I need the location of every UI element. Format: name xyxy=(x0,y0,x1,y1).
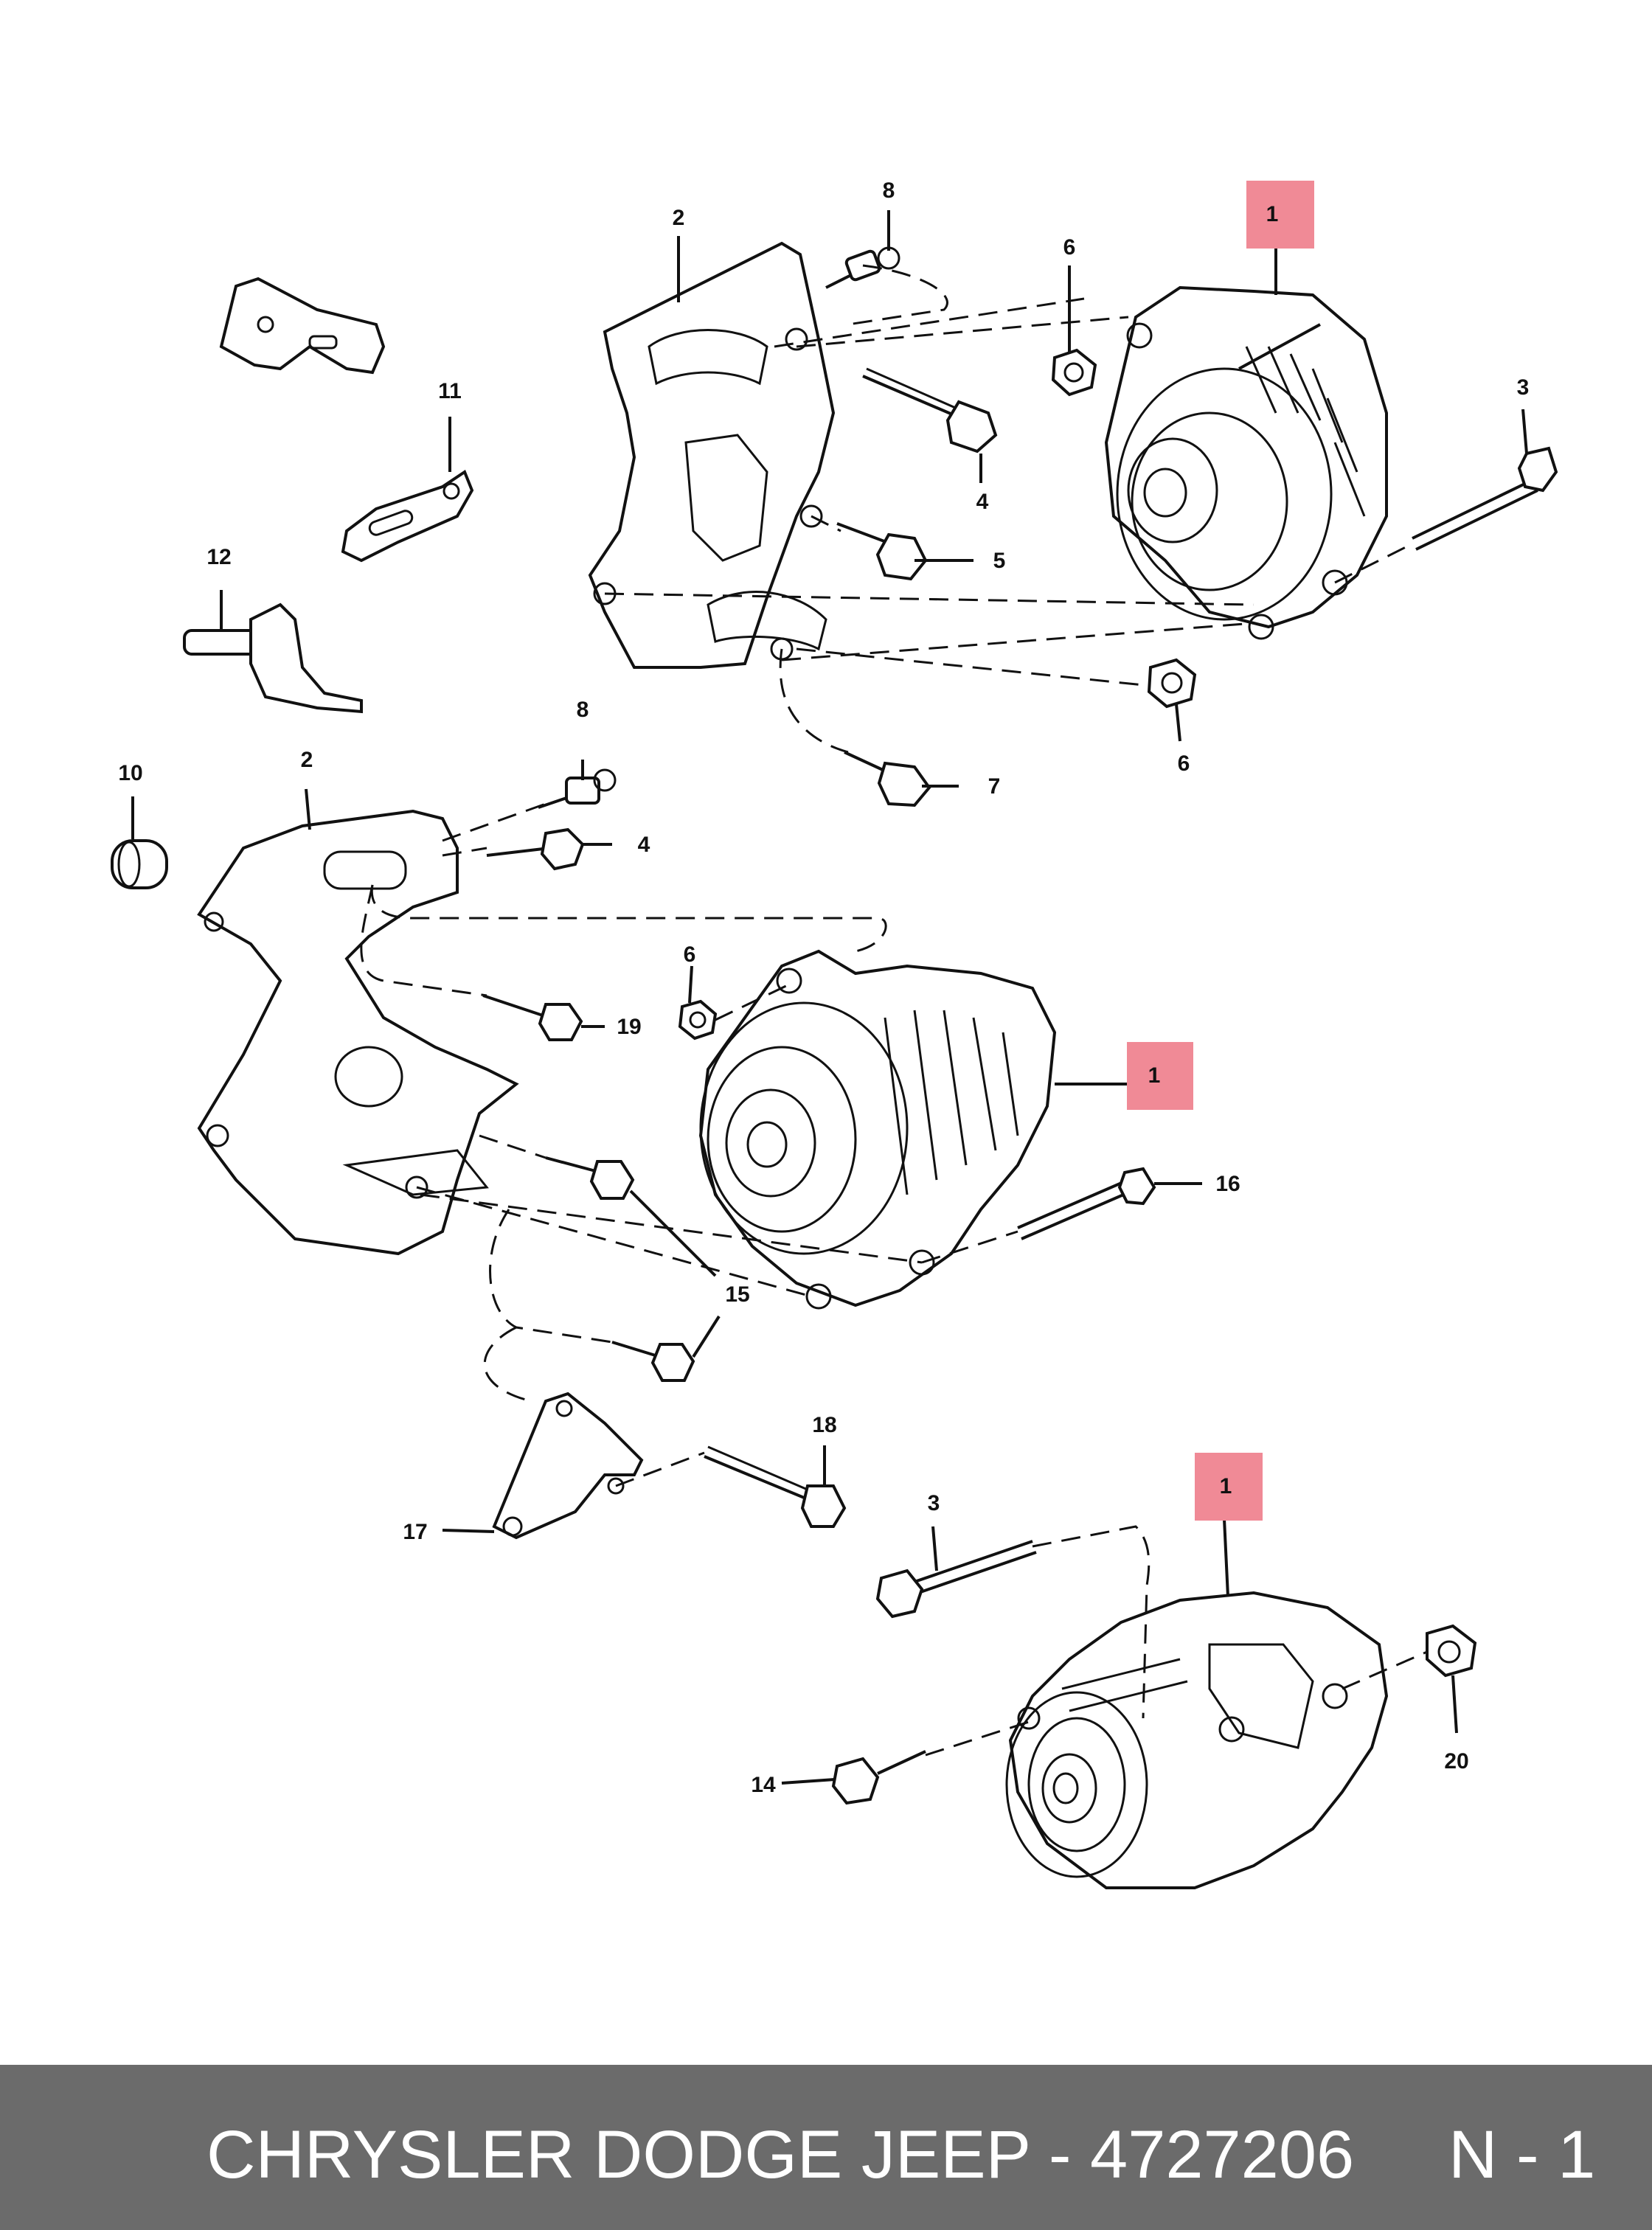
bolt-part-8-top xyxy=(825,246,900,289)
callout-14: 14 xyxy=(751,1773,776,1797)
callout-6-top: 6 xyxy=(1063,235,1076,260)
bolt-part-15-b xyxy=(611,1341,695,1382)
callout-1-middle: 1 xyxy=(1148,1063,1161,1088)
nut-part-6-top-a xyxy=(1051,348,1097,397)
bolt-part-5 xyxy=(836,522,928,581)
callout-4-middle: 4 xyxy=(638,833,650,857)
callout-6-middle: 6 xyxy=(684,942,696,967)
alternator-part-1-bottom xyxy=(1005,1591,1389,1889)
nut-part-6-top-b xyxy=(1147,658,1197,709)
callout-1-highlight-bottom xyxy=(1195,1453,1263,1521)
bracket-part-17 xyxy=(492,1392,644,1540)
callout-8-middle: 8 xyxy=(577,698,589,722)
callout-7: 7 xyxy=(988,774,1001,799)
callout-pointers xyxy=(131,210,1528,1785)
bolt-part-15-a xyxy=(545,1156,635,1200)
callout-1-highlight-middle xyxy=(1127,1042,1193,1110)
bolt-part-4-top xyxy=(862,367,998,454)
callout-18: 18 xyxy=(812,1413,836,1437)
engine-bracket-part-2-middle xyxy=(197,809,519,1256)
engine-bracket-part-2-top xyxy=(588,241,836,669)
bolt-part-7 xyxy=(844,751,931,807)
callout-3-bottom: 3 xyxy=(928,1491,940,1515)
callout-20: 20 xyxy=(1444,1749,1468,1774)
callout-10: 10 xyxy=(118,761,142,785)
callout-17: 17 xyxy=(403,1520,427,1544)
callout-1-bottom: 1 xyxy=(1220,1474,1232,1498)
bolt-part-14 xyxy=(831,1750,926,1805)
callout-2-top: 2 xyxy=(673,206,685,230)
callout-12: 12 xyxy=(206,545,231,569)
bolt-part-19 xyxy=(482,994,583,1041)
alternator-part-1-middle xyxy=(698,949,1057,1310)
bolt-part-16 xyxy=(1017,1167,1156,1240)
callout-8-top: 8 xyxy=(883,178,895,203)
callout-1-highlight-top xyxy=(1246,181,1314,249)
callout-19: 19 xyxy=(617,1015,641,1039)
footer-title: CHRYSLER DODGE JEEP - 4727206 N - 1 xyxy=(206,2117,1596,2192)
leader-lines xyxy=(360,264,1428,1757)
bushing-part-10 xyxy=(111,839,168,889)
bolt-part-18 xyxy=(704,1445,847,1528)
callout-11: 11 xyxy=(438,379,462,403)
link-bracket-part-11 xyxy=(341,469,474,563)
callout-6-top-b: 6 xyxy=(1178,751,1190,776)
callout-16: 16 xyxy=(1215,1172,1240,1196)
small-bracket-part xyxy=(219,277,386,375)
alternator-part-1-top xyxy=(1104,285,1388,640)
callout-4-top: 4 xyxy=(976,490,989,514)
callout-1-top: 1 xyxy=(1266,202,1279,226)
bolt-part-3-bottom xyxy=(875,1540,1037,1619)
nut-part-20 xyxy=(1426,1624,1477,1678)
bolt-part-4-middle xyxy=(486,827,585,871)
nut-part-6-middle xyxy=(678,999,718,1041)
pin-part-12 xyxy=(183,602,363,714)
callout-2-middle: 2 xyxy=(301,748,313,772)
bolt-part-3-top xyxy=(1412,446,1558,551)
callout-5: 5 xyxy=(993,549,1006,573)
callout-15: 15 xyxy=(725,1282,749,1307)
callout-3-top: 3 xyxy=(1517,375,1530,400)
parts-diagram: 1 2 8 6 3 11 12 4 5 6 7 2 10 8 4 6 19 1 … xyxy=(111,178,1558,1889)
footer-bar xyxy=(0,2065,1652,2230)
bolt-part-8-middle xyxy=(538,768,617,809)
